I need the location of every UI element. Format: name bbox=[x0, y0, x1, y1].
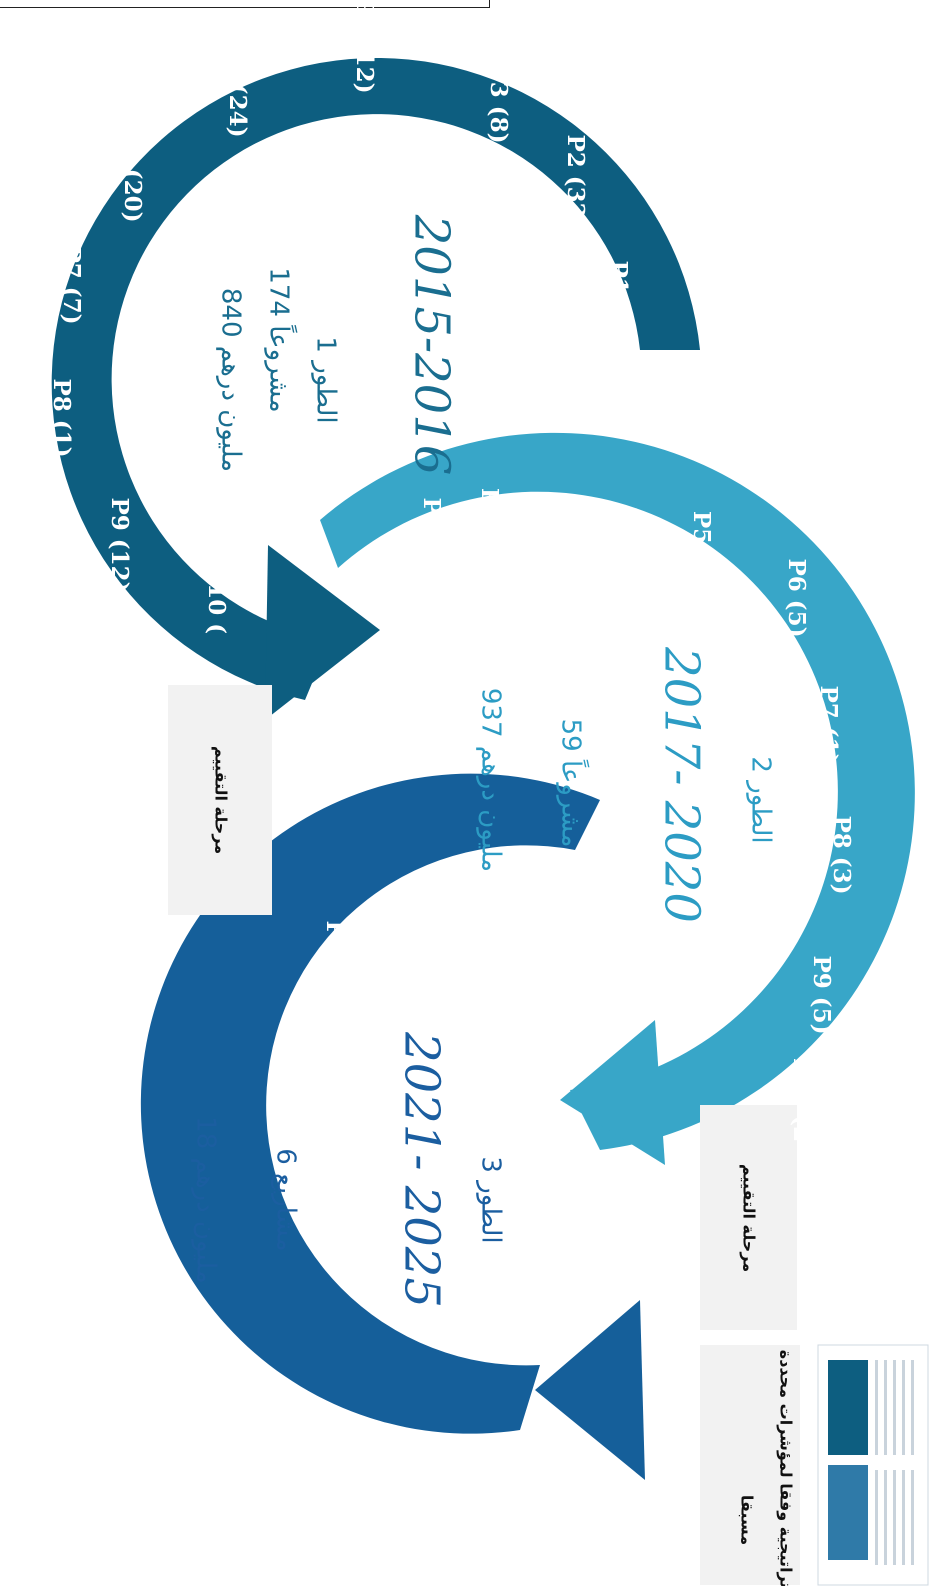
phase-1-program-label: P3 (8) bbox=[485, 64, 512, 143]
phase-2-projects: 59 مشروعاً bbox=[556, 719, 591, 848]
phase-3-title: الطور 3 bbox=[476, 1156, 506, 1243]
phase-1-program-label: P1 (55) bbox=[605, 260, 632, 355]
strategy-label-line1: استراتيجية وفقا لمؤشرات محددة bbox=[777, 1350, 796, 1586]
strategy-thumbnail-image bbox=[817, 1344, 929, 1586]
thumbnail-text-line bbox=[893, 1470, 896, 1565]
top-frame-line bbox=[0, 0, 490, 8]
thumbnail-text-line bbox=[875, 1360, 878, 1455]
phase-1-title: الطور 1 bbox=[311, 336, 341, 423]
thumbnail-text-line bbox=[884, 1360, 887, 1455]
phase-3-arc bbox=[140, 773, 600, 1434]
thumbnail-text-line bbox=[902, 1360, 905, 1455]
phase-2-arrowhead bbox=[560, 1020, 665, 1165]
phase-3-program-label: P4 (1) bbox=[321, 920, 348, 999]
phase-2-program-label: P9 (5) bbox=[808, 955, 835, 1034]
strategy-box bbox=[700, 1345, 800, 1585]
strategy-label-line2: مسبقا bbox=[738, 1495, 757, 1545]
phase-1-program-label: P5 (24) bbox=[224, 42, 251, 137]
phase-3-program-label: P1 (1 bbox=[408, 906, 435, 974]
phase-1-program-label: P9 (12) bbox=[106, 497, 133, 592]
phase-2-program-label: P7 (1) bbox=[815, 685, 842, 764]
phase-3-ring bbox=[140, 773, 645, 1480]
phase-1-program-label: P6 (20) bbox=[119, 127, 146, 222]
phase-2-period: 2017- 2020 bbox=[654, 646, 710, 923]
phase-2-program-label: P8 (3) bbox=[828, 815, 855, 894]
phase-2-program-label: P6 (5) bbox=[783, 558, 810, 637]
thumbnail-text-line bbox=[911, 1360, 914, 1455]
phase-2-arc bbox=[320, 432, 915, 1150]
thumbnail-text-line bbox=[884, 1470, 887, 1565]
phase-2-program-label: P2 (11 bbox=[476, 488, 503, 572]
phase-3-budget: 18 مليون درهم bbox=[191, 1116, 221, 1284]
thumbnail-text-line bbox=[875, 1470, 878, 1565]
phase-1-arc bbox=[51, 58, 700, 701]
phase-3-arrowhead bbox=[535, 1300, 645, 1480]
phase-1-arrowhead bbox=[265, 545, 380, 720]
phase-1-budget: 840 مليون درهم bbox=[216, 288, 246, 472]
phase-1-program-label: P4 (12) bbox=[351, 0, 378, 94]
phase-1-projects: 174 مشروعاً bbox=[264, 267, 299, 412]
phase-3-period: 2021- 2025 bbox=[394, 1031, 450, 1308]
thumbnail-text-line bbox=[902, 1470, 905, 1565]
phase-3-program-label: P6 (1) bbox=[99, 1410, 126, 1489]
phase-2-program-label: P4 (7 bbox=[576, 506, 603, 574]
evaluation-label-2: مرحلة التقييم bbox=[740, 1164, 759, 1272]
phase-2-program-label: P1 (11) bbox=[418, 497, 445, 592]
phase-1-program-label: P10 ( bbox=[203, 566, 230, 634]
phase-2-budget: 937 مليون درهم bbox=[476, 688, 506, 872]
phase-2-program-label: P10 (2 bbox=[788, 1058, 815, 1142]
phase-2-program-label: P5 (1 bbox=[688, 511, 715, 579]
phase-1-program-label: P8 (1) bbox=[48, 378, 75, 457]
thumbnail-text-line bbox=[911, 1470, 914, 1565]
evaluation-box-1 bbox=[168, 685, 272, 915]
evaluation-label-1: مرحلة التقييم bbox=[212, 746, 231, 854]
phase-1-period: 2015-2016 bbox=[404, 214, 460, 476]
phase-1-program-label: P7 (7) bbox=[58, 245, 85, 324]
phase-1-ring bbox=[51, 58, 700, 720]
phase-3-program-label: P5 (1) bbox=[98, 1065, 125, 1144]
phase-1-program-label: P2 (32) bbox=[562, 134, 589, 229]
evaluation-box-2 bbox=[700, 1105, 797, 1330]
phase-2-title: الطور 2 bbox=[746, 756, 776, 843]
phase-2-ring bbox=[320, 432, 915, 1165]
thumbnail-text-line bbox=[893, 1360, 896, 1455]
phase-3-projects: 6 مشاريع bbox=[271, 1148, 301, 1252]
